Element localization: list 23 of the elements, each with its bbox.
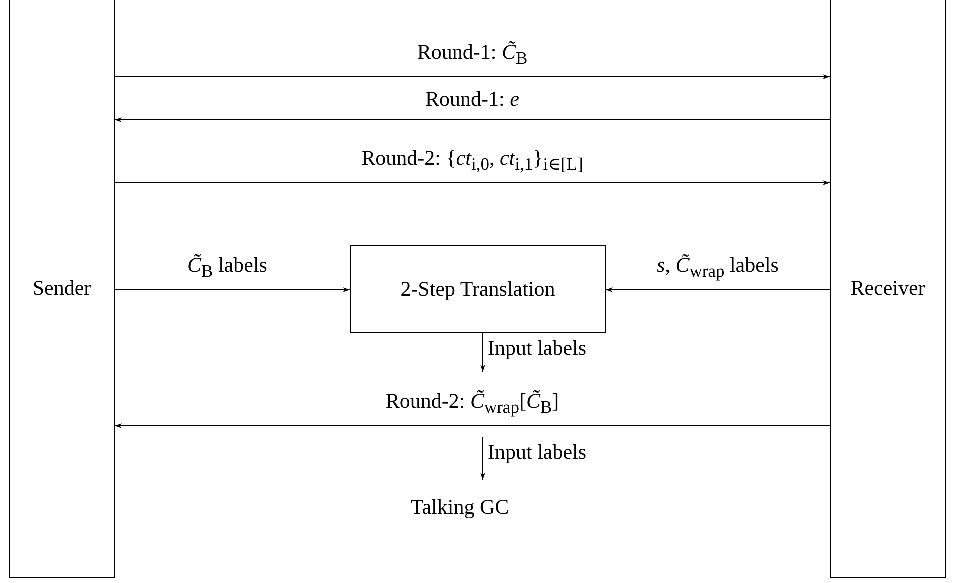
edge-label: Round-2: C̃$_{wrap}$[C̃$_{B}$] xyxy=(386,388,560,418)
arrow xyxy=(114,424,830,428)
node-label: Talking GC xyxy=(410,495,510,520)
box-label: Receiver xyxy=(850,276,926,300)
edge-label: s, C̃$_{wrap}$ labels xyxy=(657,252,779,282)
edge-label: Round-2: {ct$_{i,0}$, ct$_{i,1}$}$_{i∈[L]}$ xyxy=(362,146,584,175)
arrow xyxy=(606,288,830,292)
arrow xyxy=(114,180,830,186)
arrow xyxy=(114,288,350,292)
arrow xyxy=(480,332,486,372)
process-box xyxy=(350,245,606,333)
arrow xyxy=(114,118,830,122)
box-label: Sender xyxy=(32,276,92,300)
arrow xyxy=(114,74,830,80)
arrow xyxy=(480,436,486,480)
edge-label: Input labels xyxy=(488,440,587,465)
edge-label: C̃$_{B}$ labels xyxy=(188,252,268,282)
process-box xyxy=(830,0,946,578)
edge-label: Input labels xyxy=(488,336,587,361)
box-label: 2-Step Translation xyxy=(400,276,556,302)
process-box xyxy=(9,0,115,578)
edge-label: Round-1: C̃$_{B}$ xyxy=(417,40,528,69)
edge-label: Round-1: e xyxy=(426,87,520,112)
